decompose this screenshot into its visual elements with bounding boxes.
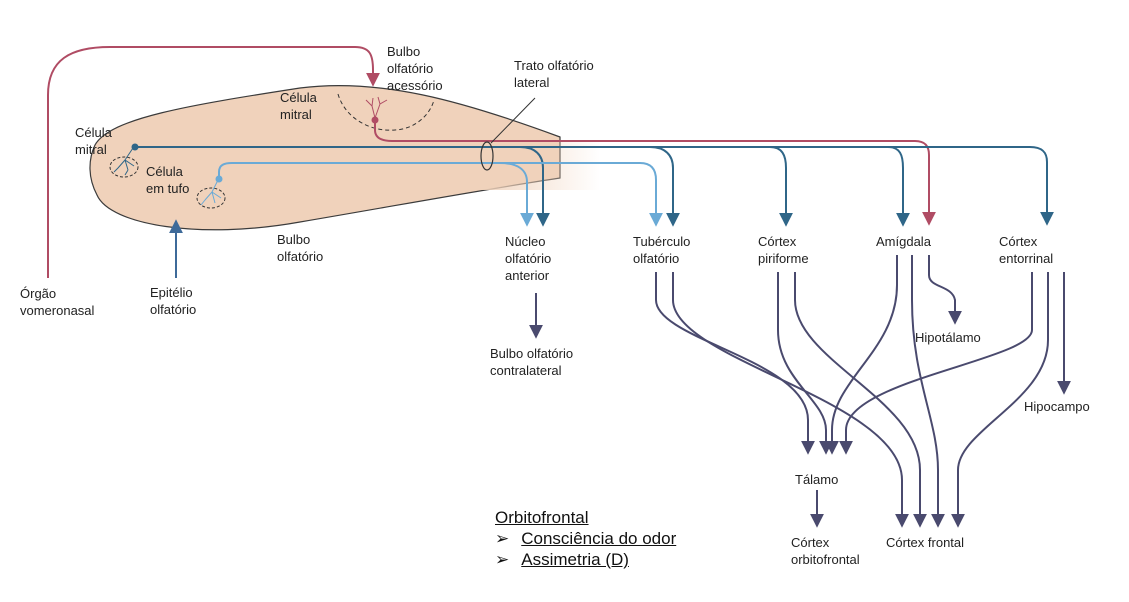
label-celula-mitral-acessorio: Célula mitral	[280, 90, 320, 122]
label-celula-mitral: Célula mitral	[75, 125, 115, 157]
label-trato-olfatorio: Trato olfatório lateral	[514, 58, 597, 90]
amigdala-to-frontal	[911, 255, 945, 528]
mitral-to-nucleus	[519, 146, 550, 227]
note-item-text: Consciência do odor	[521, 529, 677, 548]
note-item: ➢ Consciência do odor	[495, 529, 676, 549]
note-item-text: Assimetria (D)	[521, 550, 629, 569]
entorrinal-to-frontal	[951, 272, 1049, 528]
mitral-main-axon	[135, 146, 1054, 226]
tufted-to-nucleus	[499, 162, 534, 227]
lateral-tract-pointer	[490, 97, 536, 144]
lateral-tract-marker	[480, 141, 494, 171]
label-bulbo-contralateral: Bulbo olfatório contralateral	[490, 346, 577, 378]
orbitofrontal-note: Orbitofrontal ➢ Consciência do odor ➢ As…	[495, 508, 676, 570]
label-epitelio: Epitélio olfatório	[150, 285, 196, 317]
mitral-glomerulus	[109, 156, 139, 178]
label-cortex-piriforme: Córtex piriforme	[758, 234, 809, 266]
mitral-to-piriforme	[769, 146, 793, 227]
accessory-to-amygdala-path	[374, 122, 936, 226]
label-nucleo: Núcleo olfatório anterior	[505, 234, 555, 283]
entorrinal-to-talamo	[839, 272, 1033, 455]
label-cortex-frontal: Córtex frontal	[886, 535, 964, 550]
accessory-bulb-glomerulus	[337, 93, 435, 131]
mitral-to-tuberculo	[649, 146, 680, 227]
mitral-cell-dendrite	[113, 143, 139, 176]
tuberculo-to-talamo	[655, 272, 815, 455]
label-bulbo-acessorio: Bulbo olfatório acessório	[387, 44, 443, 93]
bullet-arrow-icon: ➢	[495, 550, 510, 569]
label-cortex-orbitofrontal: Córtex orbitofrontal	[791, 535, 860, 567]
label-bulbo-olfatorio: Bulbo olfatório	[277, 232, 323, 264]
note-title: Orbitofrontal	[495, 508, 589, 527]
bullet-arrow-icon: ➢	[495, 529, 510, 548]
piriforme-to-frontal	[794, 272, 927, 528]
vomeronasal-projection	[47, 46, 380, 278]
tufted-glomerulus	[196, 187, 226, 209]
label-talamo: Tálamo	[795, 472, 838, 487]
label-hipotalamo: Hipotálamo	[915, 330, 981, 345]
mitral-to-amigdala	[887, 146, 910, 227]
amigdala-to-talamo	[825, 255, 898, 455]
label-celula-tufo: Célula em tufo	[146, 164, 189, 196]
note-item: ➢ Assimetria (D)	[495, 550, 676, 570]
piriforme-to-talamo	[777, 272, 833, 455]
label-hipocampo: Hipocampo	[1024, 399, 1090, 414]
tufted-cell-dendrite	[200, 175, 223, 206]
label-orgao-vomeronasal: Órgão vomeronasal	[20, 286, 95, 318]
label-tuberculo: Tubérculo olfatório	[633, 234, 694, 266]
tuberculo-to-frontal	[672, 272, 909, 528]
label-amigdala: Amígdala	[876, 234, 932, 249]
label-cortex-entorrinal: Córtex entorrinal	[999, 234, 1053, 266]
amigdala-to-hipotalamo	[928, 255, 962, 325]
tufted-axon	[218, 162, 663, 227]
